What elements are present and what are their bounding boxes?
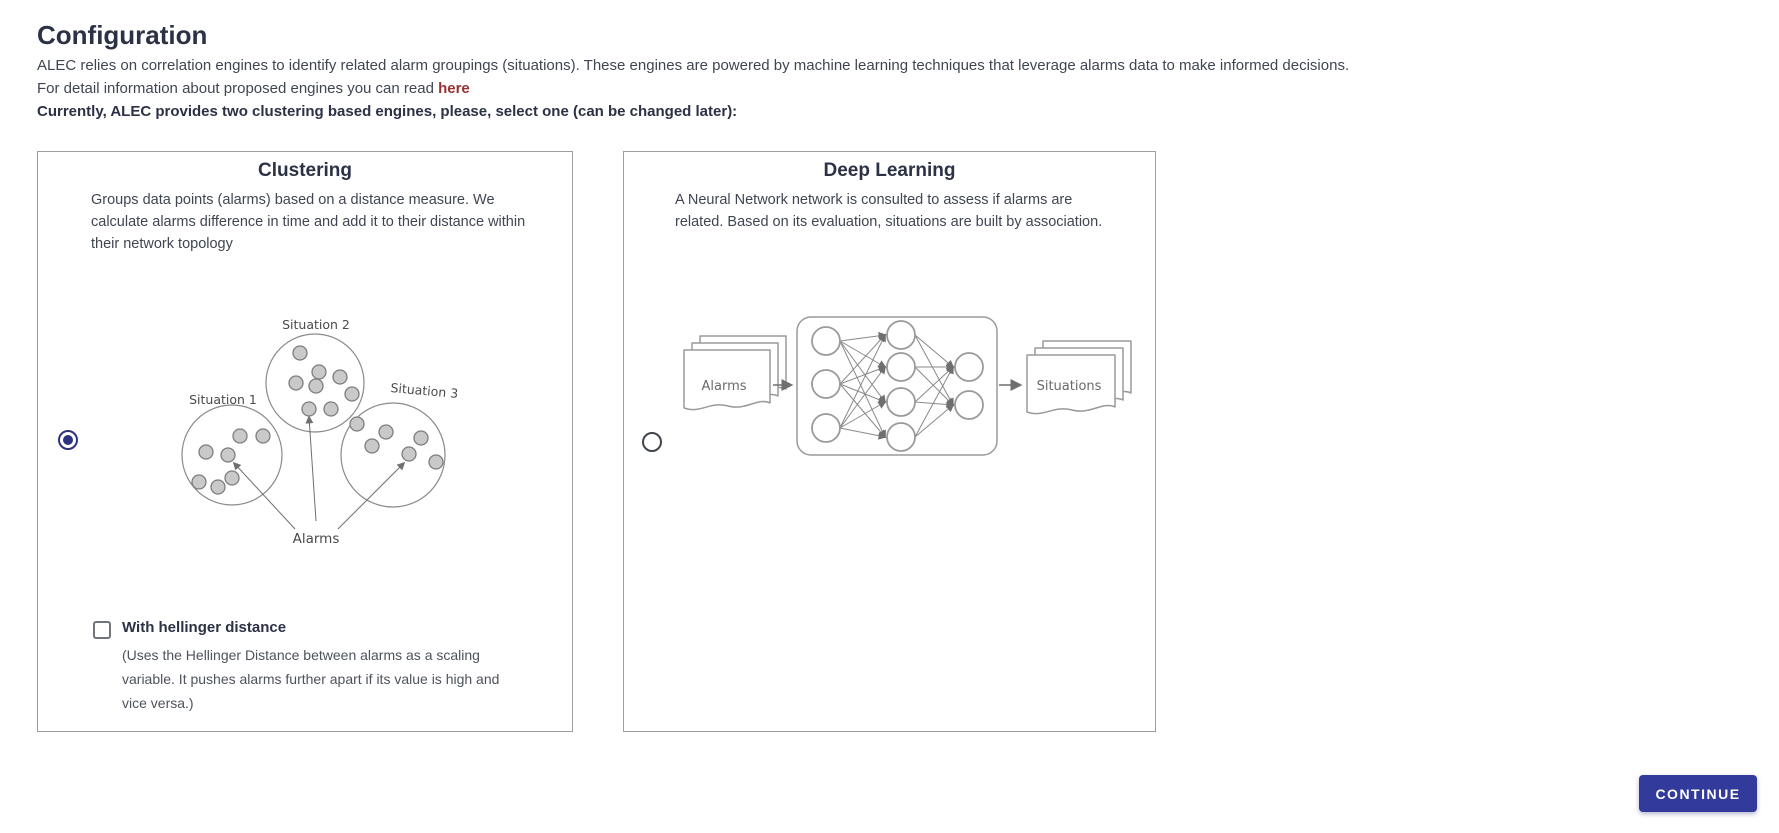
nn-nodes	[811, 320, 984, 452]
select-prompt: Currently, ALEC provides two clustering …	[37, 103, 738, 120]
here-link[interactable]: here	[438, 80, 470, 97]
deep-learning-card-description: A Neural Network network is consulted to…	[675, 192, 1103, 230]
clustering-diagram: Situation 2 Situation 1 Situation 3 Alar…	[181, 317, 459, 547]
intro-line-1: ALEC relies on correlation engines to id…	[37, 57, 1350, 74]
situation-1-circle	[181, 404, 283, 506]
situation-1-label: Situation 1	[189, 392, 257, 407]
situation-3-circle	[340, 402, 446, 508]
clustering-radio[interactable]	[58, 430, 78, 450]
alarms-document-stack	[683, 335, 787, 411]
alarm-dots	[191, 345, 444, 495]
intro-line-2: For detail information about proposed en…	[37, 77, 1737, 100]
nn-input-label: Alarms	[701, 379, 746, 394]
alarm-arrows	[232, 415, 406, 530]
deep-learning-diagram: Alarms	[683, 316, 1132, 456]
clustering-card-description: Groups data points (alarms) based on a d…	[91, 192, 526, 252]
alarms-label: Alarms	[293, 531, 340, 547]
deep-learning-card-title: Deep Learning	[823, 160, 956, 181]
nn-output-label: Situations	[1037, 379, 1102, 394]
intro-line-2-text: For detail information about proposed en…	[37, 80, 439, 97]
situations-document-stack	[1026, 340, 1132, 415]
neural-network-box	[796, 316, 998, 456]
continue-button[interactable]: CONTINUE	[1639, 775, 1757, 812]
situation-3-label: Situation 3	[390, 380, 459, 401]
situation-2-circle	[265, 333, 365, 433]
clustering-option-card	[37, 151, 573, 732]
situation-2-label: Situation 2	[282, 317, 350, 332]
nn-edges-hidden-output	[914, 334, 955, 438]
page-title: Configuration	[37, 20, 208, 50]
nn-edges-input-hidden	[839, 331, 887, 440]
hellinger-checkbox[interactable]	[93, 621, 111, 639]
hellinger-checkbox-label: With hellinger distance	[122, 619, 287, 636]
clustering-card-title: Clustering	[258, 160, 352, 181]
radio-selected-dot	[63, 435, 73, 445]
deep-learning-radio[interactable]	[642, 432, 662, 452]
intro-text: ALEC relies on correlation engines to id…	[37, 54, 1737, 123]
hellinger-checkbox-description: (Uses the Hellinger Distance between ala…	[122, 647, 500, 711]
